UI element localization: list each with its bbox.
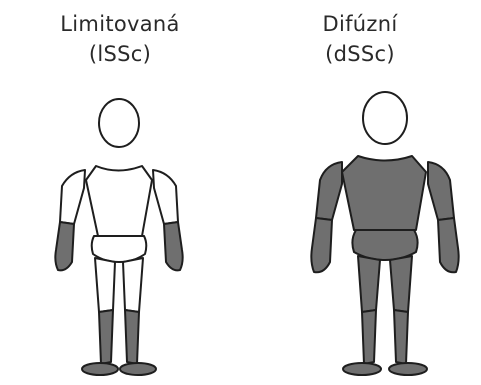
torso xyxy=(342,156,426,230)
figure-panel-diffuse: Difúzní (dSSc) xyxy=(240,0,480,385)
head xyxy=(363,92,407,144)
foot-right xyxy=(120,363,156,375)
upper-arm-right xyxy=(428,162,454,220)
forearm-left xyxy=(311,218,332,272)
forearm-right xyxy=(438,218,459,272)
pelvis xyxy=(352,230,417,260)
thigh-right xyxy=(390,256,412,312)
lower-leg-right xyxy=(125,310,139,364)
thigh-left xyxy=(95,258,115,312)
forearm-left xyxy=(55,222,74,270)
foot-right xyxy=(389,363,427,375)
upper-arm-left xyxy=(316,162,342,220)
thigh-right xyxy=(123,258,143,312)
foot-left xyxy=(343,363,381,375)
foot-left xyxy=(82,363,118,375)
upper-arm-left xyxy=(60,170,85,224)
lower-leg-right xyxy=(394,310,408,364)
body-diagram-diffuse xyxy=(240,0,480,385)
lower-leg-left xyxy=(99,310,113,364)
body-diagram-limited xyxy=(0,0,240,385)
upper-arm-right xyxy=(153,170,178,224)
lower-leg-left xyxy=(362,310,376,364)
torso xyxy=(86,166,152,236)
forearm-right xyxy=(164,222,183,270)
head xyxy=(99,99,139,147)
figure-panel-limited: Limitovaná (lSSc) xyxy=(0,0,240,385)
thigh-left xyxy=(358,256,380,312)
